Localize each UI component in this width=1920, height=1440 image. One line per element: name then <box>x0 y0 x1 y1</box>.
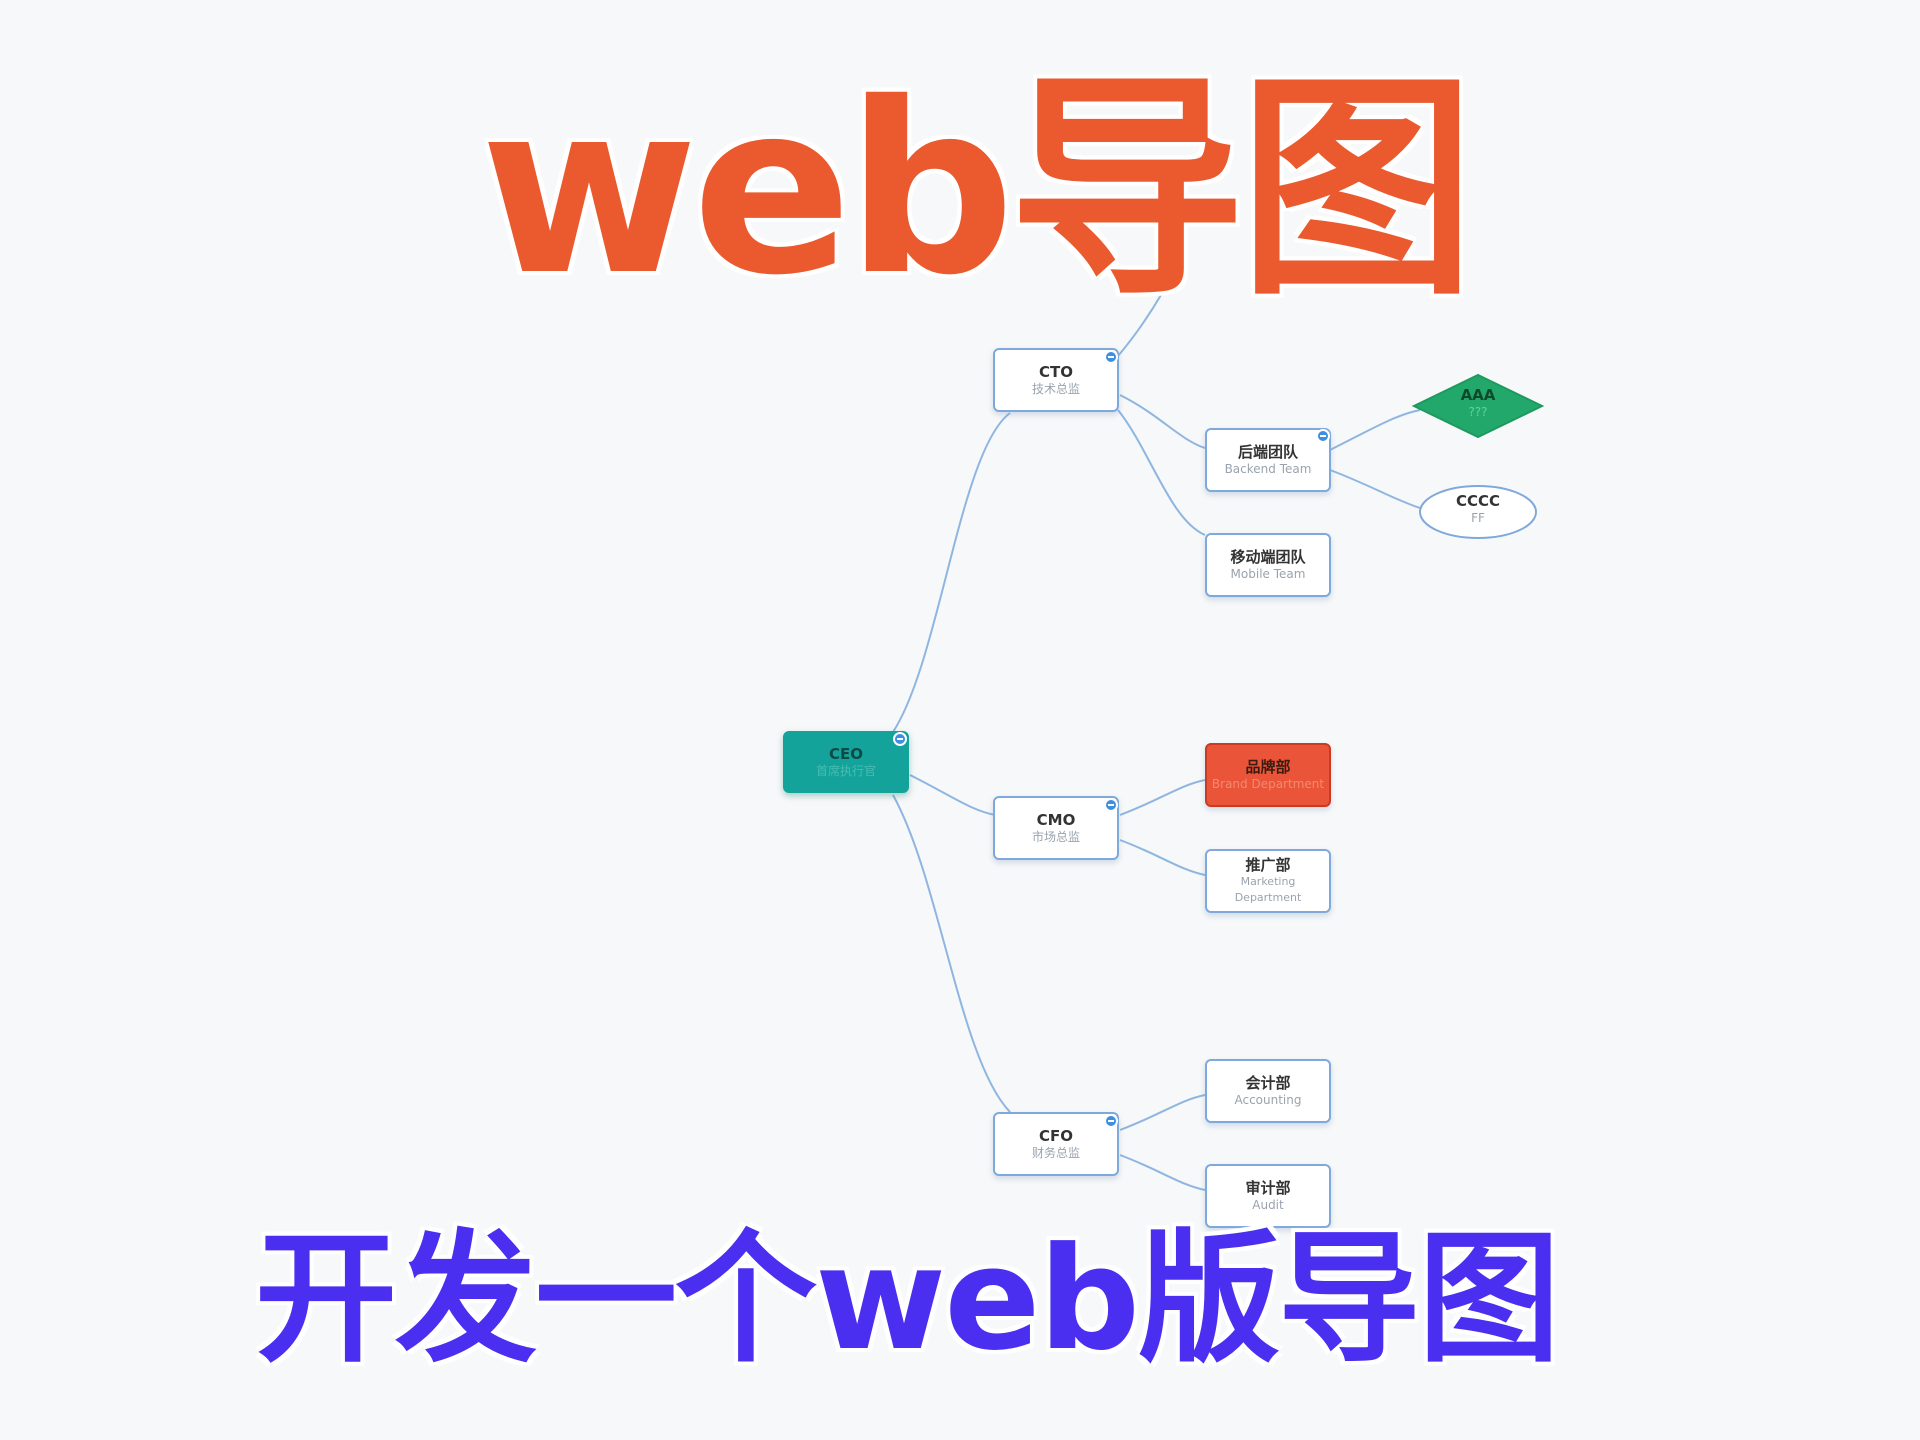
edge-cmo-marketing <box>1119 839 1206 876</box>
node-accounting[interactable]: 会计部 Accounting <box>1205 1059 1331 1123</box>
collapse-toggle-icon[interactable] <box>1316 429 1330 443</box>
edge-backend-cccc <box>1329 469 1421 509</box>
node-cto[interactable]: CTO 技术总监 <box>993 348 1119 412</box>
edge-ceo-cfo <box>892 794 1011 1113</box>
collapse-toggle-icon[interactable] <box>1104 1114 1118 1128</box>
edge-backend-aaa <box>1329 409 1421 451</box>
subtitle-overlay: 开发一个web版导图 <box>255 1217 1560 1382</box>
node-title: 移动端团队 <box>1230 548 1306 566</box>
ellipse-label-cccc: CCCC FF <box>1418 492 1538 526</box>
node-title: 后端团队 <box>1237 443 1298 461</box>
edge-ceo-cto <box>892 412 1011 733</box>
ellipse-node-cccc[interactable] <box>1419 485 1537 539</box>
node-subtitle: ??? <box>1468 405 1488 419</box>
node-brand-department[interactable]: 品牌部 Brand Department <box>1205 743 1331 807</box>
node-title: CMO <box>1036 811 1076 829</box>
edge-cto-offscreen <box>1117 259 1181 357</box>
node-subtitle: Accounting <box>1234 1093 1302 1107</box>
edge-cto-backend <box>1119 394 1206 449</box>
node-subtitle: 市场总监 <box>1031 830 1080 844</box>
collapse-toggle-icon[interactable] <box>1104 350 1118 364</box>
node-subtitle: Mobile Team <box>1230 567 1306 581</box>
node-title: CFO <box>1038 1127 1073 1145</box>
edge-ceo-cmo <box>909 774 996 816</box>
node-title: 推广部 <box>1245 856 1291 874</box>
node-subtitle: 首席执行官 <box>815 764 876 778</box>
node-title: CEO <box>828 745 863 763</box>
node-subtitle: Marketing Department <box>1234 875 1302 904</box>
node-ceo[interactable]: CEO 首席执行官 <box>783 731 909 793</box>
node-title: CCCC <box>1455 492 1501 510</box>
node-marketing-department[interactable]: 推广部 Marketing Department <box>1205 849 1331 913</box>
node-mobile-team[interactable]: 移动端团队 Mobile Team <box>1205 533 1331 597</box>
node-subtitle: 技术总监 <box>1031 382 1080 396</box>
node-subtitle: Audit <box>1252 1198 1284 1212</box>
node-cfo[interactable]: CFO 财务总监 <box>993 1112 1119 1176</box>
node-title: 会计部 <box>1245 1074 1291 1092</box>
collapse-toggle-icon[interactable] <box>1104 798 1118 812</box>
node-subtitle: FF <box>1471 511 1485 525</box>
node-audit[interactable]: 审计部 Audit <box>1205 1164 1331 1228</box>
node-subtitle: Brand Department <box>1211 777 1325 791</box>
diamond-label-aaa: AAA ??? <box>1418 386 1538 420</box>
node-title: 品牌部 <box>1245 758 1291 776</box>
edge-cto-mobile <box>1117 409 1206 536</box>
node-subtitle: 财务总监 <box>1031 1146 1080 1160</box>
diamond-node-aaa[interactable] <box>1411 373 1545 439</box>
edge-cfo-accounting <box>1119 1094 1206 1131</box>
collapse-toggle-icon[interactable] <box>893 732 907 746</box>
node-backend-team[interactable]: 后端团队 Backend Team <box>1205 428 1331 492</box>
edge-cmo-brand <box>1119 779 1206 816</box>
edge-cfo-audit <box>1119 1154 1206 1191</box>
node-title: CTO <box>1039 363 1073 381</box>
node-title: AAA <box>1460 386 1496 404</box>
headline-overlay: web导图 <box>480 52 1475 327</box>
node-subtitle: Backend Team <box>1224 462 1312 476</box>
node-cmo[interactable]: CMO 市场总监 <box>993 796 1119 860</box>
node-title: 审计部 <box>1245 1179 1291 1197</box>
